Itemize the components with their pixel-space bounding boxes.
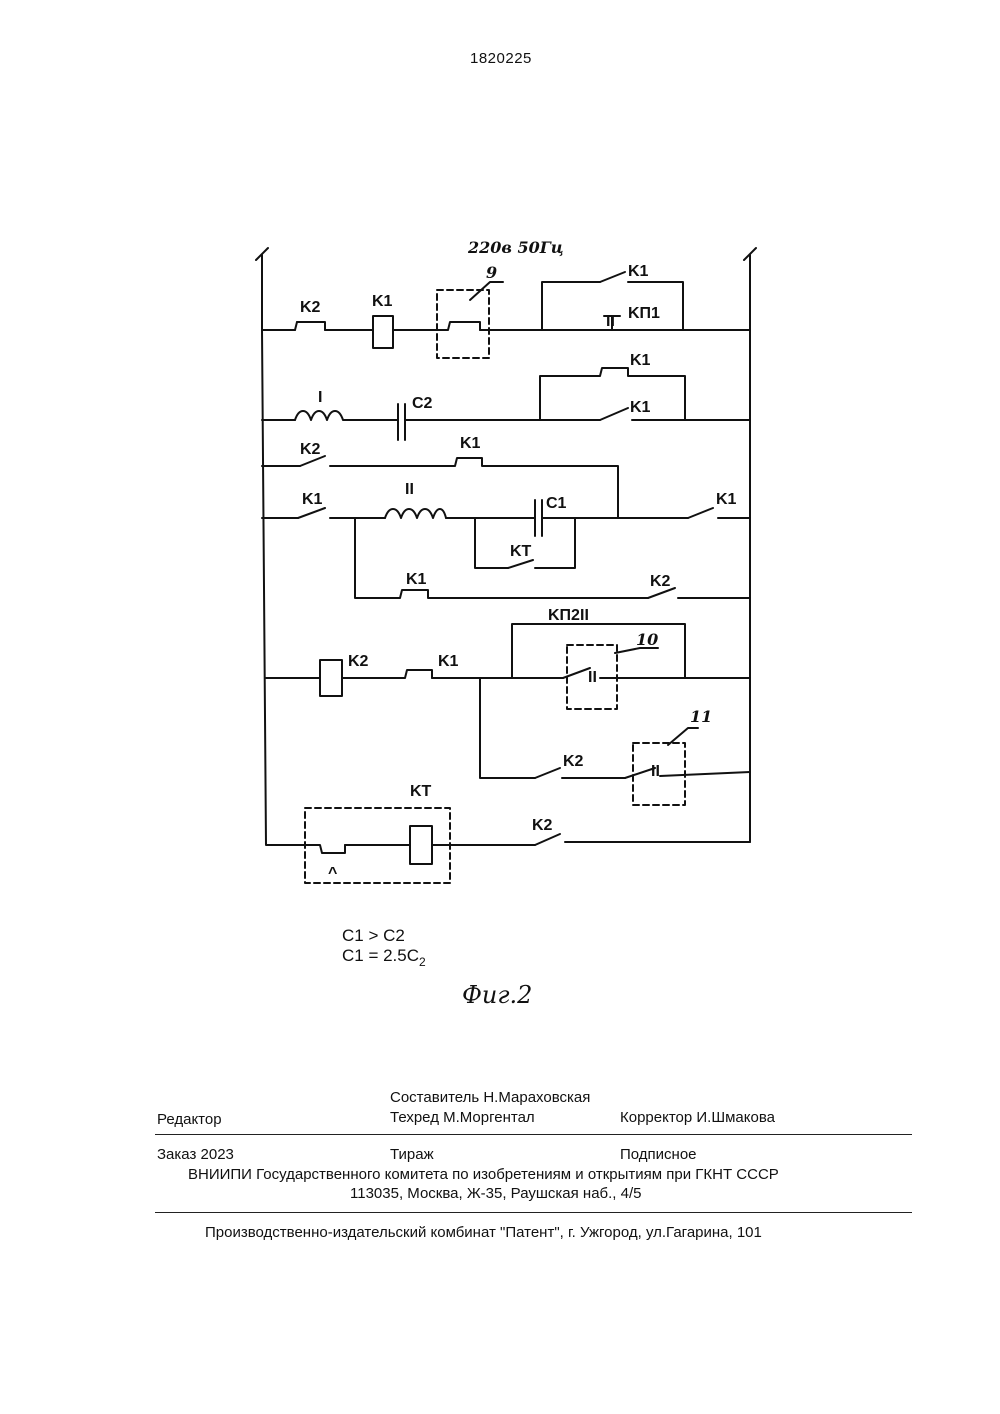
- row-2-wiring: [262, 368, 750, 440]
- k2-row8-label: K2: [532, 817, 553, 834]
- k2-coil-label: K2: [348, 653, 369, 670]
- k2-contact-1-label: K2: [300, 299, 321, 316]
- footer-editor: Редактор: [157, 1111, 222, 1128]
- footer-address: 113035, Москва, Ж-35, Раушская наб., 4/5: [350, 1185, 642, 1202]
- footer-rule-2: [155, 1212, 912, 1213]
- footer-tech-editor: Техред М.Моргентал: [390, 1109, 535, 1126]
- block-9-leader: [470, 282, 503, 300]
- footer-compiler: Составитель Н.Мараховская: [390, 1089, 590, 1106]
- supply-label: 220в 50Гц: [467, 238, 564, 257]
- kp1-label: KП1: [628, 305, 660, 322]
- coil-i-label: I: [318, 389, 322, 406]
- footer-order: Заказ 2023: [157, 1146, 234, 1163]
- kt-mark: ^: [328, 865, 337, 882]
- block-11-mark: II: [651, 763, 660, 780]
- row-4-wiring: [262, 500, 750, 598]
- k1-coil-label: K1: [372, 293, 393, 310]
- k1-row6-label: K1: [438, 653, 459, 670]
- right-bus: [744, 248, 756, 842]
- kt-relay-label: KT: [410, 783, 432, 800]
- block-10-label: 10: [636, 630, 658, 649]
- figure-caption: Фиг.2: [462, 981, 532, 1009]
- footer-printer: Производственно-издательский комбинат "П…: [205, 1224, 762, 1241]
- c2-label: C2: [412, 395, 433, 412]
- row-1-wiring: [262, 272, 750, 348]
- condition-1: C1 > C2: [342, 926, 405, 945]
- k2-row7-label: K2: [563, 753, 584, 770]
- row-6-wiring: [272, 826, 750, 864]
- condition-2: C1 = 2.5C2: [342, 946, 426, 969]
- k2-row5-label: K2: [650, 573, 671, 590]
- k1-row3-label: K1: [460, 435, 481, 452]
- coil-ii-label: II: [405, 481, 414, 498]
- condition-2-sub: 2: [419, 955, 426, 969]
- kp2-mark: II: [580, 607, 589, 624]
- footer-org: ВНИИПИ Государственного комитета по изоб…: [188, 1166, 779, 1183]
- footer-circulation: Тираж: [390, 1146, 434, 1163]
- block-9-label: 9: [486, 263, 497, 282]
- block-10-mark: II: [588, 669, 597, 686]
- k1-row4-label: K1: [302, 491, 323, 508]
- row-5-wiring: [266, 624, 750, 778]
- condition-2-main: C1 = 2.5C: [342, 946, 419, 965]
- block-11-label: 11: [690, 707, 712, 726]
- footer-corrector: Корректор И.Шмакова: [620, 1109, 775, 1126]
- k1-row4-right-label: K1: [716, 491, 737, 508]
- k1-row2-lower-label: K1: [630, 399, 651, 416]
- kp1-mark: II: [606, 313, 615, 330]
- kp2-label: KП2: [548, 607, 580, 624]
- k1-row2-upper-label: K1: [630, 352, 651, 369]
- c1-label: C1: [546, 495, 567, 512]
- k2-row3-label: K2: [300, 441, 321, 458]
- block-9-dashed-box: [437, 290, 489, 358]
- k1-top-contact-label: K1: [628, 263, 649, 280]
- k1-row5-label: K1: [406, 571, 427, 588]
- left-bus: [256, 248, 272, 845]
- kt-contact-label: KT: [510, 543, 532, 560]
- footer-rule-1: [155, 1134, 912, 1135]
- footer-subscription: Подписное: [620, 1146, 697, 1163]
